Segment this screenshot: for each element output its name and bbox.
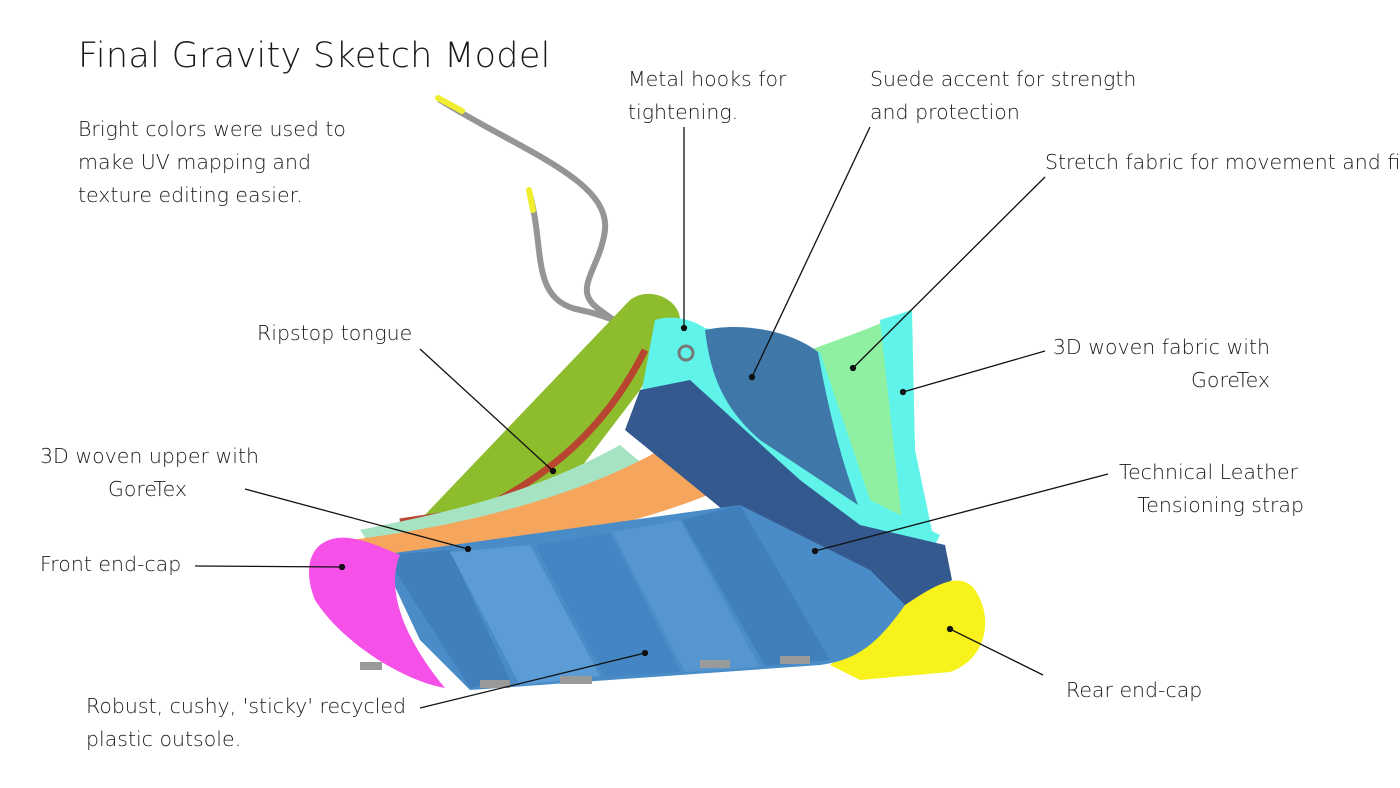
- suede-panel: [705, 326, 858, 505]
- label-woven-fabric: 3D woven fabric with GoreTex: [1050, 331, 1270, 397]
- label-line: Tensioning strap: [1137, 493, 1304, 517]
- label-line: and protection: [870, 100, 1020, 124]
- label-ripstop-tongue: Ripstop tongue: [257, 317, 412, 350]
- label-line: Metal hooks for: [628, 67, 787, 91]
- label-line: Suede accent for strength: [870, 67, 1137, 91]
- label-line: Front end-cap: [40, 552, 182, 576]
- label-line: Robust, cushy, 'sticky' recycled: [86, 694, 407, 718]
- gore-panel: [880, 310, 935, 548]
- aglet-left: [435, 95, 465, 114]
- front-endcap: [308, 537, 445, 688]
- label-stretch-fabric: Stretch fabric for movement and fi: [1045, 146, 1400, 179]
- metal-hook: [677, 344, 695, 362]
- label-line: plastic outsole.: [86, 727, 242, 751]
- label-line: Rear end-cap: [1066, 678, 1203, 702]
- outsole-segment: [385, 550, 510, 688]
- label-rear-endcap: Rear end-cap: [1066, 674, 1202, 707]
- intro-text: Bright colors were used to make UV mappi…: [78, 113, 346, 212]
- rear-endcap: [830, 580, 986, 680]
- label-woven-upper: 3D woven upper with GoreTex: [40, 440, 259, 506]
- label-metal-hooks: Metal hooks for tightening.: [628, 63, 786, 129]
- label-line: 3D woven upper with: [40, 444, 259, 468]
- mint-panel: [360, 445, 650, 545]
- intro-line: Bright colors were used to: [78, 117, 346, 141]
- leader-lines: [194, 126, 1109, 709]
- intro-line: texture editing easier.: [78, 183, 303, 207]
- tongue-panel: [420, 293, 680, 520]
- orange-panel: [350, 450, 720, 560]
- page-title: Final Gravity Sketch Model: [78, 36, 551, 76]
- outsole-segment: [682, 505, 830, 666]
- strap-panel: [625, 380, 952, 625]
- label-line: GoreTex: [108, 477, 187, 501]
- outsole-segment: [612, 520, 760, 672]
- label-line: Technical Leather: [1119, 460, 1298, 484]
- label-line: GoreTex: [1191, 368, 1270, 392]
- label-line: tightening.: [628, 100, 739, 124]
- label-line: Ripstop tongue: [257, 321, 413, 345]
- outsole-lugs: [360, 656, 810, 688]
- label-line: 3D woven fabric with: [1052, 335, 1270, 359]
- outsole-segment: [535, 533, 680, 677]
- aglet-right: [526, 187, 536, 213]
- label-front-endcap: Front end-cap: [40, 548, 181, 581]
- label-outsole: Robust, cushy, 'sticky' recycled plastic…: [86, 690, 406, 756]
- label-technical-leather: Technical Leather Tensioning strap: [1100, 456, 1304, 522]
- label-suede-accent: Suede accent for strength and protection: [870, 63, 1136, 129]
- label-line: Stretch fabric for movement and fi: [1045, 150, 1400, 174]
- intro-line: make UV mapping and: [78, 150, 311, 174]
- outsole-segment: [450, 545, 600, 685]
